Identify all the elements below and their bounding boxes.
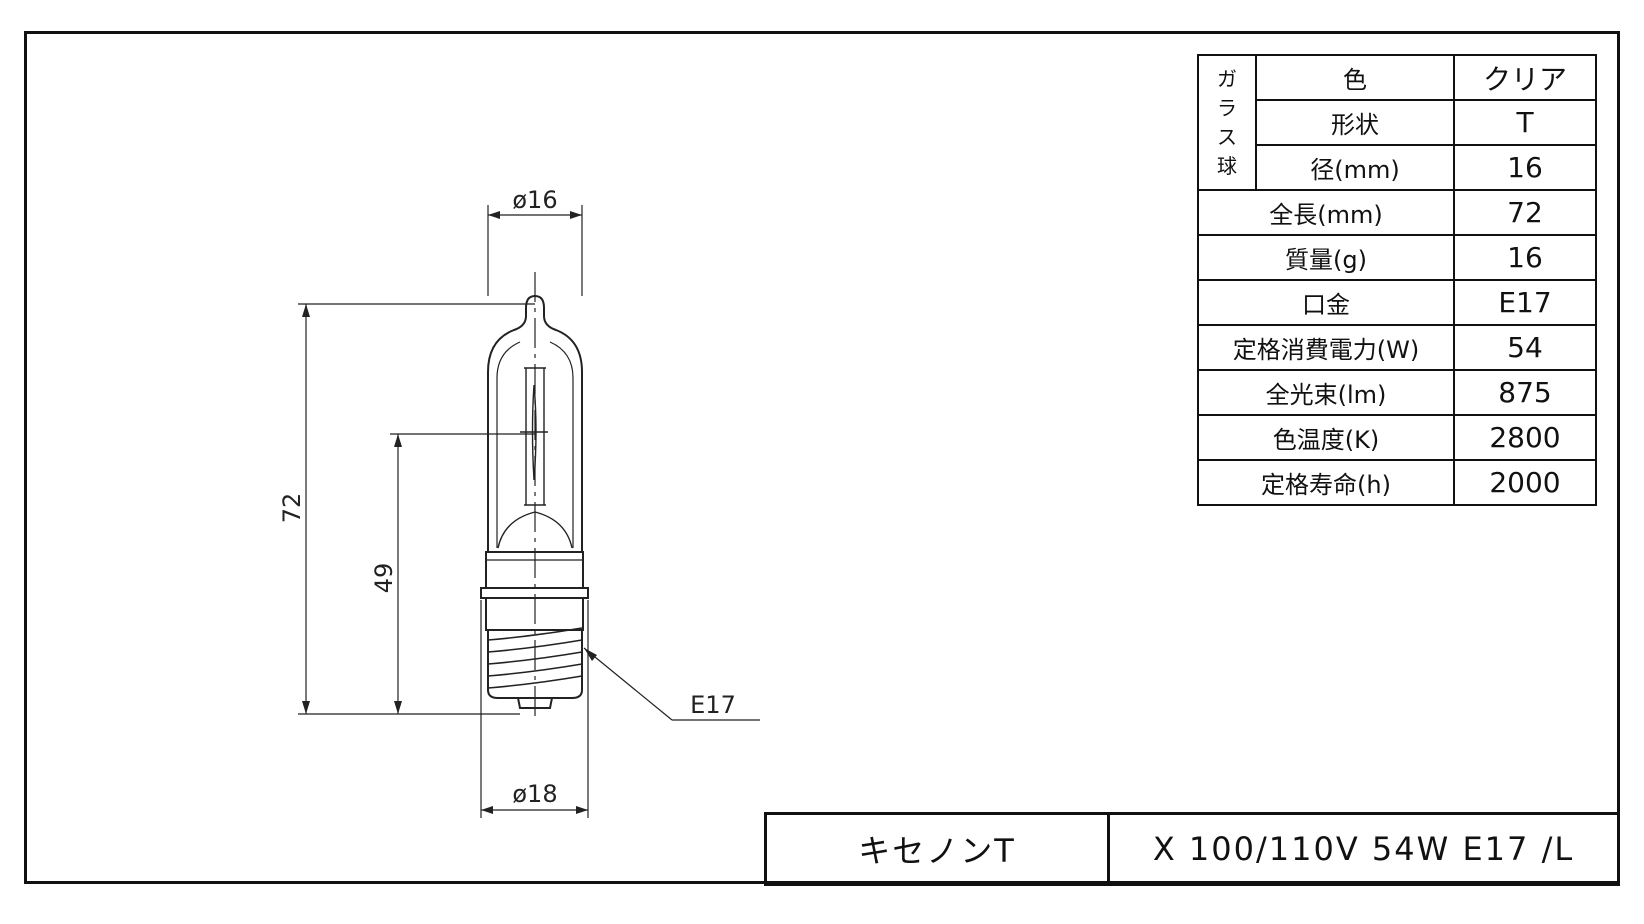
spec-row-length: 全長(mm) 72 (1197, 189, 1597, 236)
spec-value: 2000 (1453, 459, 1597, 506)
glass-header-char: 球 (1217, 153, 1237, 178)
spec-row-diameter: 径(mm) 16 (1198, 144, 1597, 191)
spec-label: 質量(g) (1197, 234, 1455, 281)
spec-value: E17 (1453, 279, 1597, 326)
glass-header-char: ス (1217, 124, 1237, 149)
drawing-frame (24, 31, 1620, 884)
spec-label: 形状 (1255, 99, 1455, 146)
base-type-label: E17 (690, 691, 736, 719)
spec-label: 全長(mm) (1197, 189, 1455, 236)
spec-row-life: 定格寿命(h) 2000 (1197, 459, 1597, 506)
spec-row-color: ガ ラ ス 球 色 クリア (1197, 54, 1597, 191)
spec-row-flux: 全光束(lm) 875 (1197, 369, 1597, 416)
spec-value: 16 (1453, 234, 1597, 281)
product-name-cell: キセノンT (764, 812, 1110, 886)
total-length-label: 72 (278, 493, 306, 524)
spec-value: 2800 (1453, 414, 1597, 461)
spec-value: 16 (1453, 144, 1597, 191)
spec-label: 口金 (1197, 279, 1455, 326)
spec-value: T (1453, 99, 1597, 146)
glass-header-char: ガ (1217, 66, 1237, 91)
spec-label: 色 (1255, 54, 1455, 101)
bottom-diameter-label: ø18 (512, 780, 557, 808)
spec-label: 色温度(K) (1197, 414, 1455, 461)
glass-header-char: ラ (1217, 95, 1237, 120)
light-center-length-label: 49 (370, 563, 398, 594)
spec-label: 定格消費電力(W) (1197, 324, 1455, 371)
model-number-cell: X 100/110V 54W E17 /L (1107, 812, 1620, 886)
spec-value: 875 (1453, 369, 1597, 416)
spec-row-power: 定格消費電力(W) 54 (1197, 324, 1597, 371)
glass-bulb-header: ガ ラ ス 球 (1197, 54, 1257, 191)
top-diameter-label: ø16 (512, 186, 557, 214)
spec-value: 54 (1453, 324, 1597, 371)
spec-label: 径(mm) (1255, 144, 1455, 191)
spec-label: 定格寿命(h) (1197, 459, 1455, 506)
spec-row-shape: 形状 T (1198, 99, 1597, 146)
spec-table: ガ ラ ス 球 色 クリア 形状 T 径(mm) 16 全長(mm) 72 質量… (1197, 54, 1597, 506)
product-name: キセノンT (858, 832, 1016, 870)
spec-row-mass: 質量(g) 16 (1197, 234, 1597, 281)
spec-row-base: 口金 E17 (1197, 279, 1597, 326)
spec-row-color-temp: 色温度(K) 2800 (1197, 414, 1597, 461)
spec-value: 72 (1453, 189, 1597, 236)
spec-value: クリア (1453, 54, 1597, 101)
spec-label: 全光束(lm) (1197, 369, 1455, 416)
model-number: X 100/110V 54W E17 /L (1152, 830, 1575, 868)
